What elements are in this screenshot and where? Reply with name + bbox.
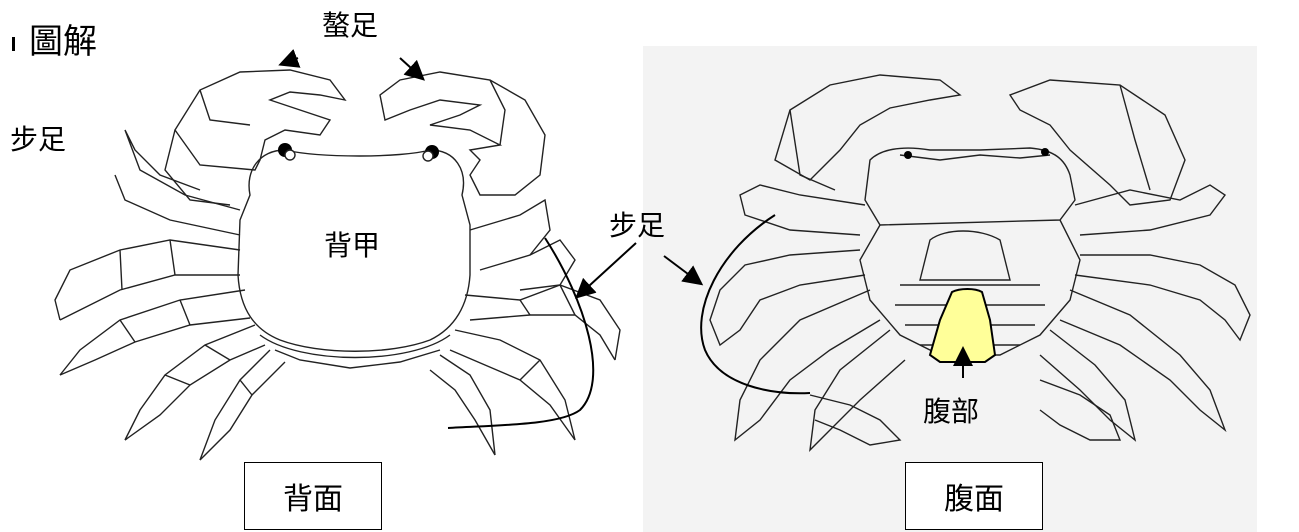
dorsal-crab bbox=[55, 70, 620, 460]
title-text: 圖解 bbox=[29, 22, 97, 62]
claw-arrow-left bbox=[282, 58, 298, 64]
leg-arrow-ventral bbox=[664, 256, 700, 283]
label-claw: 螯足 bbox=[322, 12, 378, 40]
label-walking-leg-left: 步足 bbox=[10, 126, 66, 154]
dorsal-right-leg-2 bbox=[465, 285, 620, 360]
dorsal-view-label: 背面 bbox=[283, 474, 343, 518]
title-mark bbox=[12, 37, 15, 51]
ventral-leg-curve bbox=[701, 215, 810, 393]
label-abdomen: 腹部 bbox=[923, 398, 979, 426]
leg-arrow-dorsal bbox=[578, 243, 636, 296]
dorsal-left-leg-2 bbox=[60, 290, 245, 375]
ventral-view-box: 腹面 bbox=[905, 462, 1043, 530]
ventral-view-label: 腹面 bbox=[944, 474, 1004, 518]
ventral-right-claw bbox=[1010, 80, 1185, 205]
label-carapace: 背甲 bbox=[324, 232, 380, 260]
dorsal-left-leg-3 bbox=[125, 325, 255, 440]
ventral-right-leg-1 bbox=[1075, 185, 1225, 235]
claw-arrow-right bbox=[400, 58, 422, 78]
ventral-left-claw bbox=[775, 75, 960, 180]
page-title: 圖解 bbox=[12, 14, 97, 63]
ventral-mouth-region bbox=[865, 148, 1075, 225]
label-walking-leg-mid: 步足 bbox=[609, 212, 665, 240]
dorsal-left-leg-4 bbox=[200, 350, 270, 460]
dorsal-view-box: 背面 bbox=[244, 462, 382, 530]
dorsal-right-leg-1 bbox=[470, 200, 550, 270]
